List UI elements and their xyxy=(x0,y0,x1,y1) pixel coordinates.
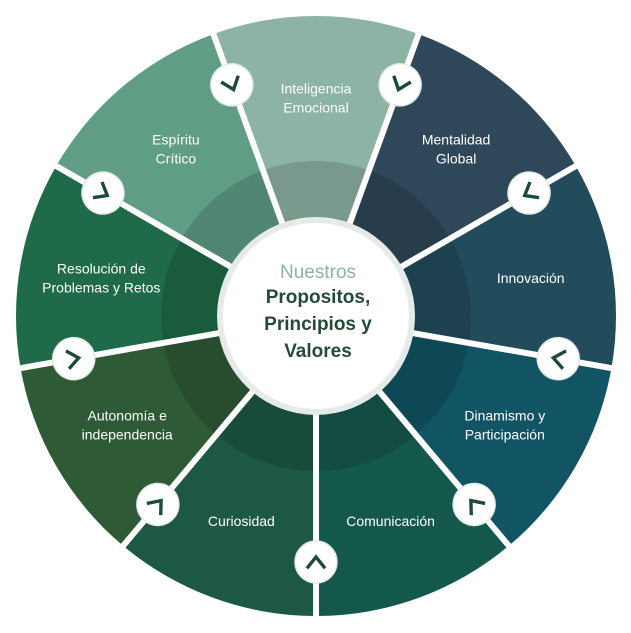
segment-label-line: Autonomía e xyxy=(88,408,168,424)
segment-divider xyxy=(118,387,257,551)
segment-divider xyxy=(410,329,616,372)
connectors-layer xyxy=(51,63,581,584)
spokes-layer xyxy=(16,29,616,620)
center-title-line-3: Valores xyxy=(284,341,352,362)
segment-divider xyxy=(397,161,581,271)
segment-label-4: Comunicación xyxy=(346,513,435,529)
segment-label-7: Resolución de Problemas y Retos xyxy=(42,261,160,296)
segment-divider xyxy=(51,161,235,271)
segment-label-line: Comunicación xyxy=(346,513,435,529)
chevron-arrow-icon xyxy=(536,336,581,381)
segment-label-line: Inteligencia xyxy=(281,81,352,97)
segment-label-6: Autonomía e independencia xyxy=(82,408,173,443)
chevron-arrow-icon xyxy=(452,482,496,527)
segment-label-line: Dinamismo y xyxy=(464,408,545,424)
segment-label-line: independencia xyxy=(82,427,173,443)
segment-label-line: Mentalidad xyxy=(422,132,491,148)
center-circle xyxy=(217,217,415,415)
segment-divider xyxy=(209,29,286,227)
segment-label-line: Espíritu xyxy=(152,132,199,148)
segment-label-line: Crítico xyxy=(156,151,197,167)
segment-0 xyxy=(213,15,419,317)
chevron-arrow-icon xyxy=(81,171,125,215)
center-title-line-2: Principios y xyxy=(264,314,372,335)
chevron-arrow-icon xyxy=(51,336,96,381)
center-title-line-1: Propositos, xyxy=(266,287,371,308)
segment-label-line: Resolución de xyxy=(57,261,146,277)
chevron-arrow-icon xyxy=(507,171,551,215)
segment-divider xyxy=(346,29,423,227)
segment-label-line: Curiosidad xyxy=(208,513,275,529)
chevron-arrow-icon xyxy=(210,63,254,107)
segment-label-line: Participación xyxy=(465,427,545,443)
segment-label-3: Dinamismo y Participación xyxy=(464,408,545,443)
segment-label-line: Innovación xyxy=(497,270,565,286)
chevron-arrow-icon xyxy=(136,482,180,527)
segment-label-5: Curiosidad xyxy=(208,513,275,529)
chevron-arrow-icon xyxy=(378,63,422,107)
segment-label-2: Innovación xyxy=(497,270,565,286)
segment-divider xyxy=(16,329,222,372)
segment-label-line: Problemas y Retos xyxy=(42,280,160,296)
center-subtitle: Nuestros xyxy=(280,262,356,283)
center-text: Nuestros Propositos, Principios y Valore… xyxy=(264,262,372,362)
chevron-arrow-icon xyxy=(294,540,338,584)
segment-label-line: Global xyxy=(436,151,476,167)
segment-label-line: Emocional xyxy=(283,100,348,116)
segment-divider xyxy=(375,387,514,551)
